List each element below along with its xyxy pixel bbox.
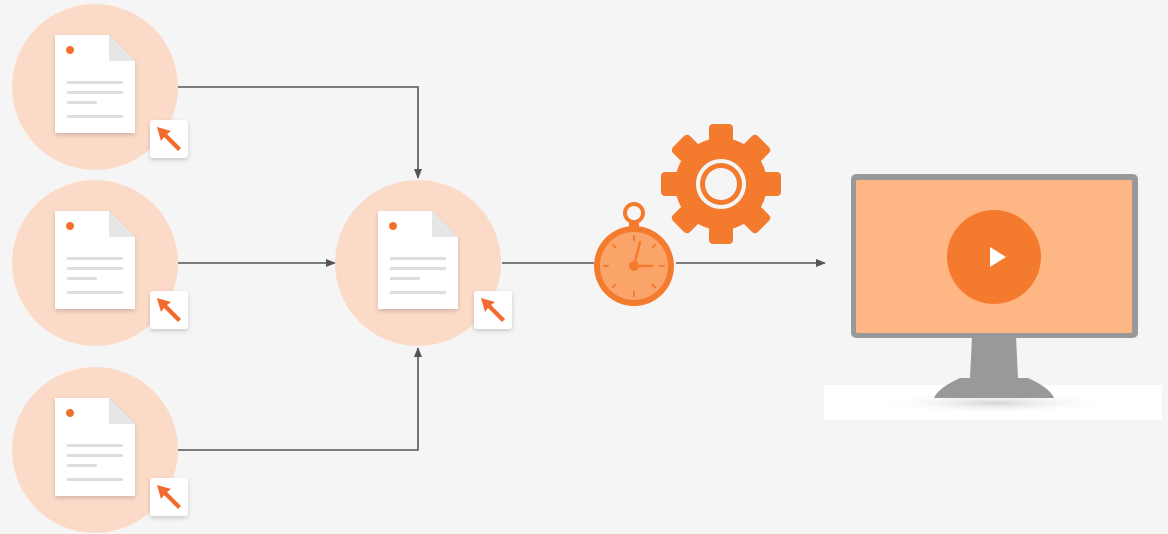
- source-document-node-2: [12, 180, 188, 346]
- document-icon: [55, 398, 135, 496]
- cursor-icon: [150, 478, 188, 516]
- connectors: [178, 86, 826, 451]
- document-icon: [378, 211, 458, 309]
- cursor-icon: [150, 120, 188, 158]
- document-icon: [55, 211, 135, 309]
- source-document-node-3: [12, 367, 188, 533]
- cursor-icon: [474, 291, 512, 329]
- stopwatch-icon: [594, 202, 674, 306]
- connector-source-3-to-merged: [178, 347, 422, 451]
- connector-source-1-to-merged: [178, 86, 422, 179]
- document-icon: [55, 35, 135, 133]
- gear-icon: [661, 124, 781, 244]
- play-icon: [947, 210, 1041, 304]
- merged-document-node: [335, 180, 512, 346]
- monitor-icon: [824, 174, 1162, 420]
- source-document-node-1: [12, 4, 188, 170]
- cursor-icon: [150, 291, 188, 329]
